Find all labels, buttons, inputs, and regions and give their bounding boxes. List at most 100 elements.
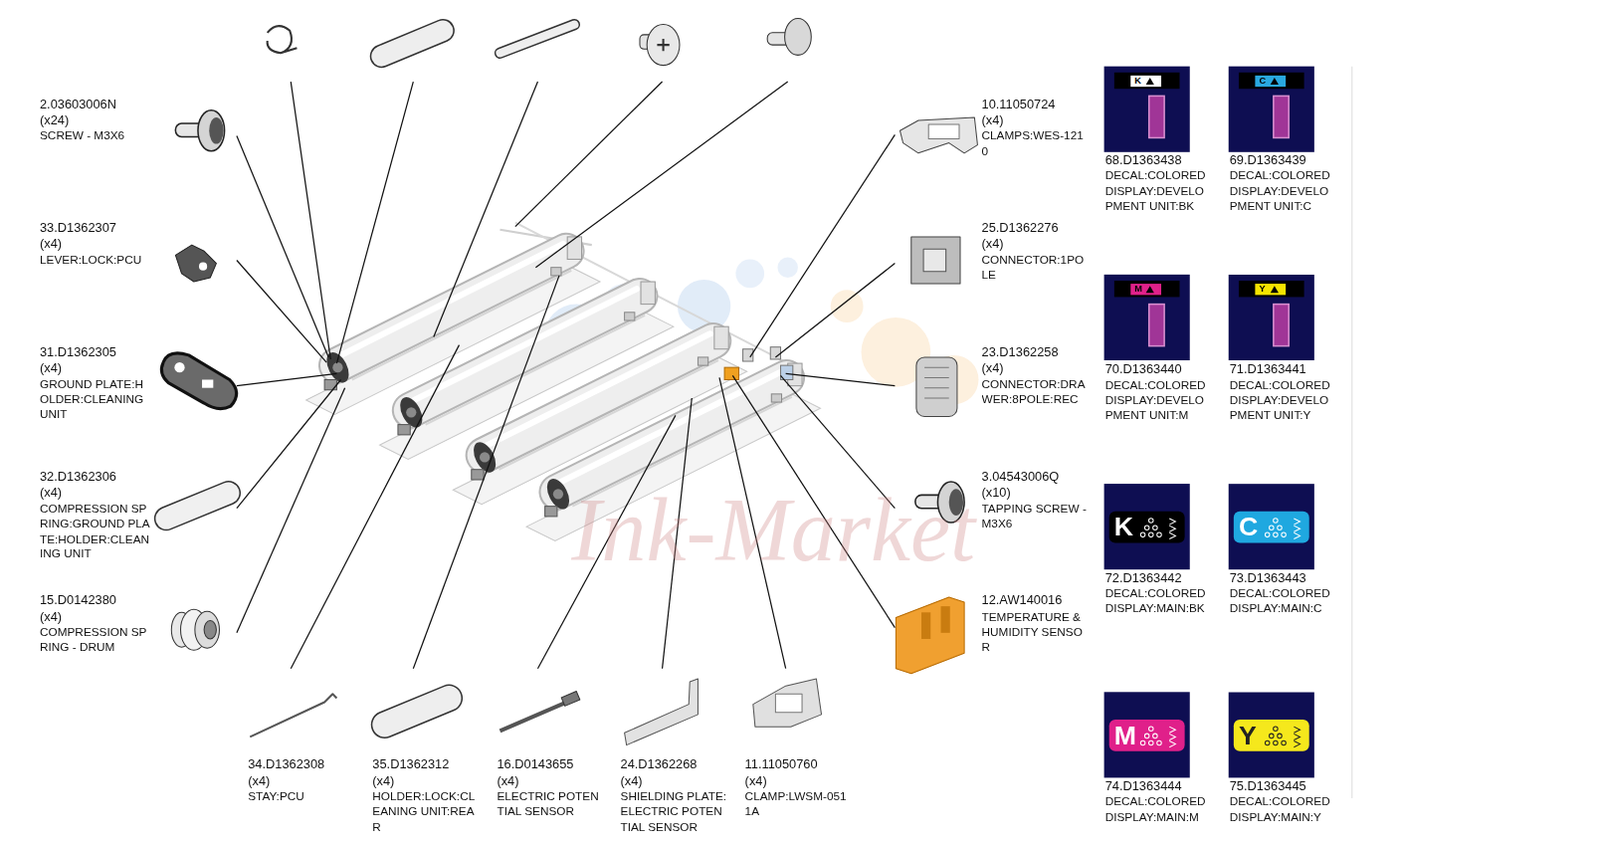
part-name: HOLDER:LOCK:CLEANING UNIT:REAR bbox=[372, 789, 479, 835]
part-icons bbox=[911, 236, 961, 284]
part-icons bbox=[916, 357, 958, 416]
label-holder: (x4) bbox=[39, 485, 62, 501]
label-holder: (x4) bbox=[39, 608, 62, 624]
part-icons bbox=[499, 702, 567, 732]
decal-letter: Y bbox=[1238, 719, 1315, 752]
part-icons bbox=[775, 693, 802, 712]
decal-graphic bbox=[1273, 532, 1279, 538]
decal-graphic bbox=[1114, 280, 1181, 297]
drum-units bbox=[770, 347, 781, 360]
decal-box: M bbox=[1104, 691, 1191, 778]
part-name: CONNECTOR:1POLE bbox=[982, 251, 1089, 282]
part-icons bbox=[267, 25, 298, 53]
callout-number: 23.D1362258 bbox=[982, 345, 1059, 361]
part-name: STAY:PCU bbox=[247, 789, 355, 804]
callout-number: 24.D1362268 bbox=[620, 757, 698, 773]
part-icons bbox=[166, 492, 229, 519]
callout-number: 73.D1363443 bbox=[1229, 570, 1307, 586]
label-holder: 12.AW140016 bbox=[982, 593, 1063, 608]
decal-graphic bbox=[1281, 740, 1287, 746]
label-holder: 31.D1362305 bbox=[39, 345, 117, 361]
decal-box: K bbox=[1104, 483, 1191, 570]
decal-graphic bbox=[1140, 532, 1146, 538]
label-holder: 33.D1362307 bbox=[39, 220, 117, 236]
part-icons bbox=[924, 367, 950, 399]
decal-graphic bbox=[1293, 518, 1300, 540]
decal-graphic bbox=[1273, 95, 1289, 138]
quantity: (x24) bbox=[39, 113, 69, 129]
leader-lines bbox=[336, 81, 413, 364]
decal-box: Y bbox=[1228, 274, 1315, 361]
part-icons bbox=[624, 678, 699, 746]
decal-graphic bbox=[1273, 726, 1279, 732]
label-holder: DECAL:COLORED DISPLAY:MAIN:M bbox=[1105, 794, 1212, 824]
label-holder: 25.D1362276 bbox=[982, 220, 1059, 236]
part-icons bbox=[199, 262, 207, 271]
decal-art bbox=[1104, 274, 1191, 361]
quantity: (x4) bbox=[620, 773, 643, 789]
leader-lines bbox=[433, 81, 539, 337]
part-icons bbox=[208, 117, 223, 145]
label-holder: DECAL:COLORED DISPLAY:DEVELOPMENT UNIT:C bbox=[1229, 168, 1337, 214]
leader-lines bbox=[775, 263, 895, 358]
callout-number: 35.D1362312 bbox=[372, 757, 449, 773]
label-holder: (x10) bbox=[982, 485, 1011, 501]
decal-graphic bbox=[1149, 518, 1155, 524]
label-holder: COMPRESSION SPRING - DRUM bbox=[39, 624, 151, 655]
leader-lines bbox=[750, 134, 896, 358]
part-icons bbox=[785, 17, 812, 55]
part-name: TAPPING SCREW - M3X6 bbox=[982, 501, 1089, 532]
label-holder: 68.D1363438 bbox=[1105, 153, 1183, 169]
label-holder: 73.D1363443 bbox=[1229, 570, 1307, 586]
label-holder: CONNECTOR:1POLE bbox=[982, 251, 1089, 282]
quantity: (x4) bbox=[39, 608, 62, 624]
part-name: DECAL:COLORED DISPLAY:MAIN:M bbox=[1105, 794, 1212, 824]
decal-graphic bbox=[1273, 740, 1279, 746]
quantity: (x4) bbox=[39, 236, 62, 252]
part-icons bbox=[161, 353, 236, 409]
quantity: (x4) bbox=[496, 773, 519, 789]
part-name: DECAL:COLORED DISPLAY:MAIN:C bbox=[1229, 586, 1337, 616]
label-holder: SCREW - M3X6 bbox=[39, 128, 151, 144]
part-icons bbox=[499, 24, 575, 54]
callout-number: 69.D1363439 bbox=[1229, 153, 1307, 169]
decal-box: C bbox=[1228, 66, 1315, 153]
decal-graphic bbox=[1140, 740, 1146, 746]
label-holder: (x4) bbox=[745, 773, 768, 789]
callout-number: 2.03603006N bbox=[39, 96, 117, 112]
decal-graphic bbox=[1273, 304, 1289, 347]
callout-number: 10.11050724 bbox=[982, 96, 1056, 112]
decal-graphic bbox=[1277, 525, 1283, 531]
quantity: (x10) bbox=[982, 485, 1011, 501]
part-icons bbox=[198, 110, 225, 152]
label-holder: DECAL:COLORED DISPLAY:DEVELOPMENT UNIT:B… bbox=[1105, 168, 1212, 214]
part-name: CLAMP:LWSM-0511A bbox=[745, 789, 852, 819]
part-icons bbox=[174, 362, 185, 373]
quantity: (x4) bbox=[372, 773, 395, 789]
part-icons bbox=[382, 30, 444, 57]
decal-graphic bbox=[1270, 77, 1279, 85]
part-name: DECAL:COLORED DISPLAY:MAIN:BK bbox=[1105, 586, 1212, 616]
part-icons bbox=[385, 697, 450, 725]
label-holder: (x24) bbox=[39, 113, 69, 129]
callout-number: 31.D1362305 bbox=[39, 345, 117, 361]
decal-graphic bbox=[1149, 740, 1155, 746]
decal-letter: K bbox=[1134, 75, 1190, 87]
label-holder: (x4) bbox=[982, 236, 1004, 252]
callout-number: 34.D1362308 bbox=[247, 757, 325, 773]
part-name: DECAL:COLORED DISPLAY:DEVELOPMENT UNIT:M bbox=[1105, 377, 1212, 423]
decal-graphic bbox=[1114, 72, 1181, 89]
quantity: (x4) bbox=[982, 361, 1004, 377]
leader-lines bbox=[786, 373, 896, 386]
callout-number: 71.D1363441 bbox=[1229, 362, 1307, 378]
decal-graphic bbox=[1144, 733, 1150, 739]
decal-box: C bbox=[1228, 483, 1315, 570]
decal-box: Y bbox=[1228, 691, 1315, 778]
watermark: Ink-Market bbox=[571, 479, 976, 583]
leader-lines bbox=[290, 81, 331, 360]
label-holder: (x4) bbox=[982, 361, 1004, 377]
part-icons bbox=[656, 38, 669, 51]
part-icons bbox=[895, 597, 965, 674]
label-holder: 32.D1362306 bbox=[39, 469, 117, 485]
